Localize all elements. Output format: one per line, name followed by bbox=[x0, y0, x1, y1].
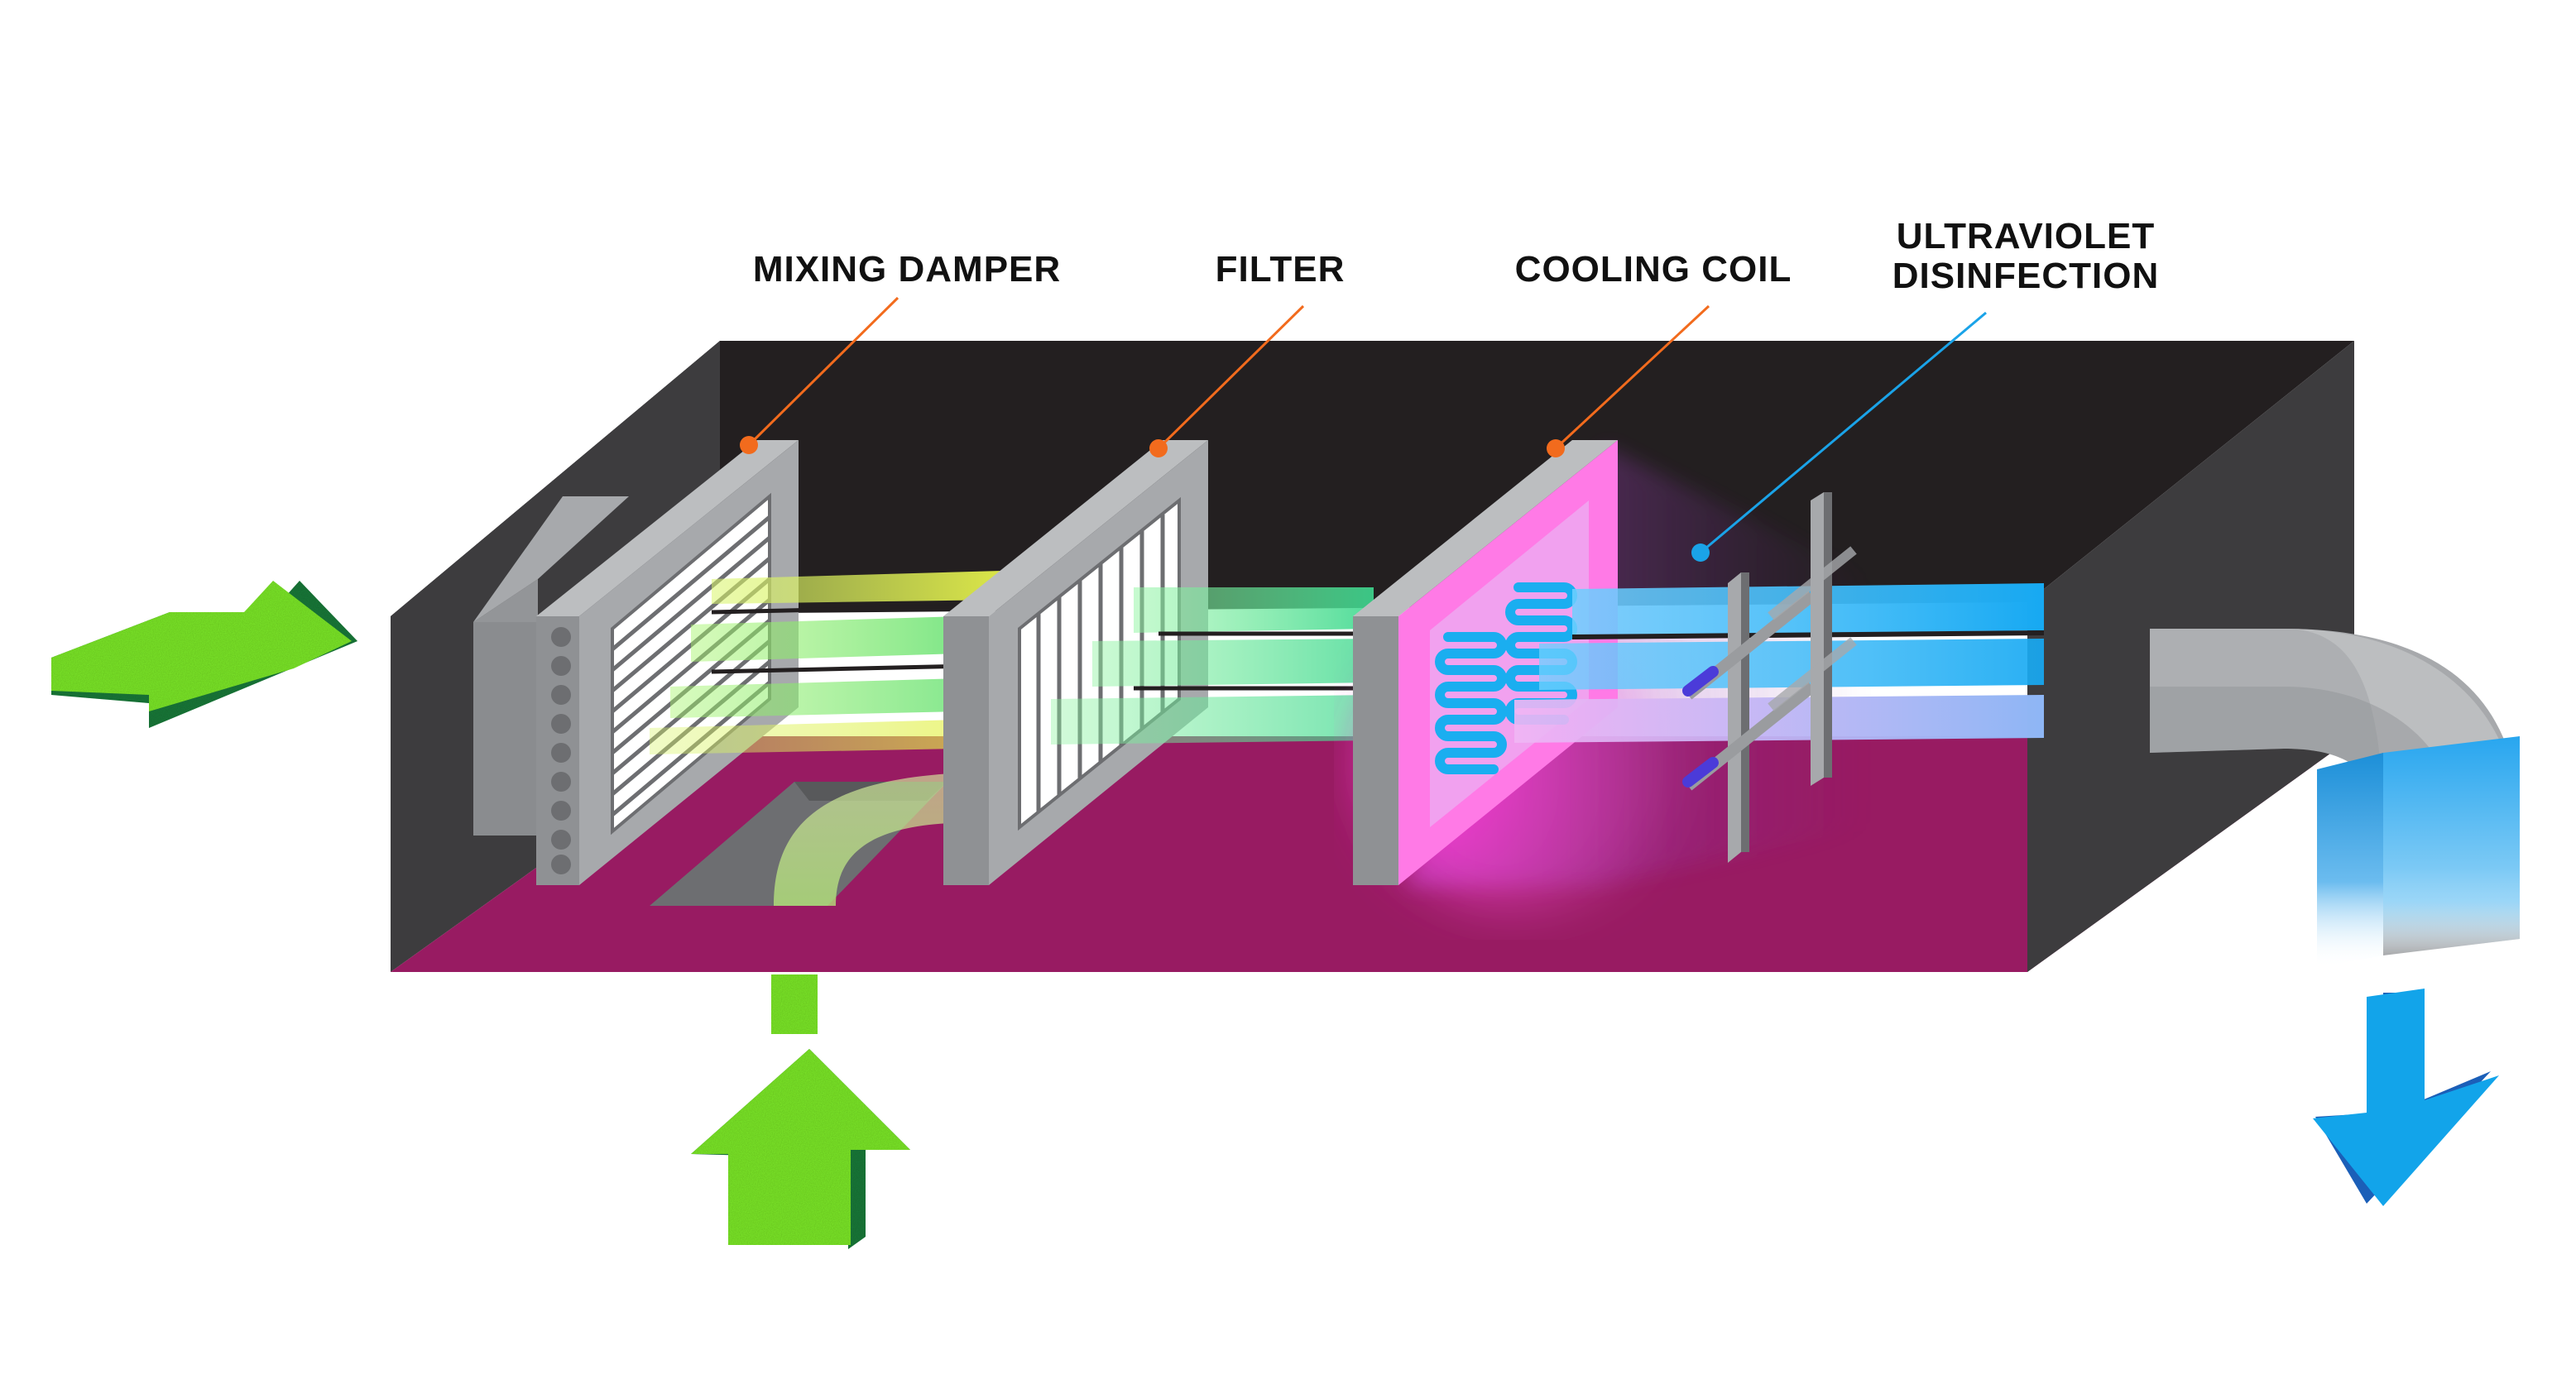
filter-label: FILTER bbox=[1216, 249, 1346, 290]
cooling-coil-marker bbox=[1547, 439, 1565, 457]
cooling-coil bbox=[1353, 440, 1618, 885]
air-streams-mixed bbox=[650, 571, 1001, 754]
mixing-damper-label: MIXING DAMPER bbox=[753, 249, 1061, 290]
uv-marker bbox=[1691, 543, 1710, 562]
outdoor-air-intake bbox=[473, 496, 629, 836]
uv-lamps bbox=[1682, 492, 1857, 863]
callout-leaders bbox=[740, 296, 1987, 562]
filter-marker bbox=[1149, 439, 1168, 457]
cooling-coil-label: COOLING COIL bbox=[1515, 249, 1792, 290]
supply-air-outlet bbox=[2150, 629, 2520, 968]
return-air-arrow bbox=[691, 974, 910, 1249]
mixing-damper-marker bbox=[740, 436, 758, 454]
return-air-stream bbox=[774, 773, 952, 906]
uv-label-line1: ULTRAVIOLET bbox=[1897, 216, 2155, 256]
duct-back-wall bbox=[391, 341, 2354, 616]
uv-label-line2: DISINFECTION bbox=[1892, 256, 2159, 296]
air-streams-filtered bbox=[1051, 587, 1374, 745]
outdoor-air-arrow bbox=[51, 581, 357, 728]
supply-air-arrow bbox=[2313, 989, 2499, 1206]
air-streams-conditioned bbox=[1514, 583, 2045, 743]
